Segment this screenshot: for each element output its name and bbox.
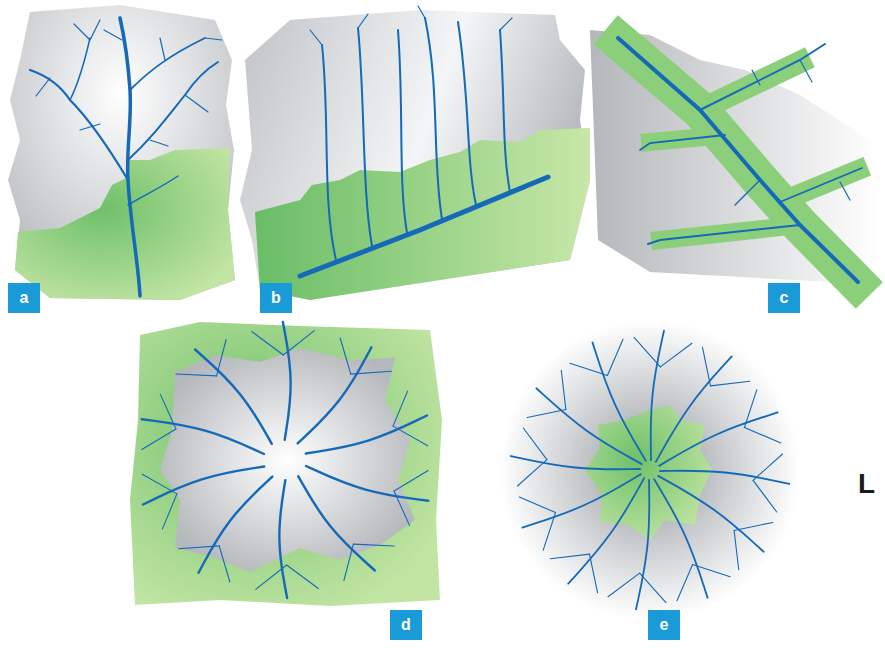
pattern-letter: c [780, 290, 789, 306]
rectangular-pattern [590, 30, 880, 285]
pattern-letter-tag: e [648, 610, 680, 640]
centripetal-pattern [500, 320, 800, 620]
radial-pattern [130, 322, 442, 606]
pattern-letter-tag: d [390, 610, 422, 640]
pattern-letter: d [401, 617, 411, 633]
pattern-letter: e [660, 617, 669, 633]
dendritic-pattern [8, 5, 235, 300]
trellis-pattern [240, 6, 590, 300]
pattern-letter: b [271, 290, 281, 306]
pattern-letter: a [20, 290, 29, 306]
page-letter: L [858, 470, 875, 498]
pattern-letter-tag: b [260, 283, 292, 313]
pattern-letter-tag: a [8, 283, 40, 313]
pattern-letter-tag: c [768, 283, 800, 313]
